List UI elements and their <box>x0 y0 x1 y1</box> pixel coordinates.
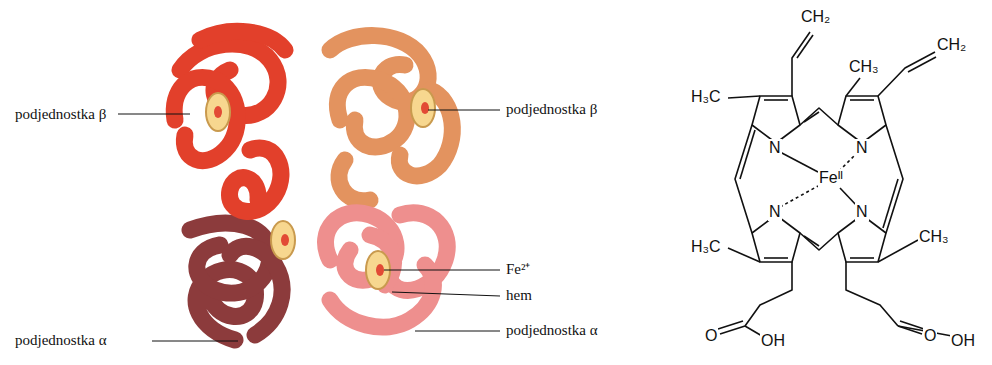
heme-formula <box>718 32 950 336</box>
subunit-label: podjednostka α <box>506 322 598 339</box>
subunit-label: podjednostka β <box>15 106 106 123</box>
atom-label: N <box>768 203 782 221</box>
atom-label: N <box>855 139 869 157</box>
atom-label: Feᴵᴵ <box>818 169 844 187</box>
beta-subunit-left <box>174 31 285 211</box>
atom-label: O <box>704 327 718 345</box>
part-label: Fe²⁺ <box>506 261 531 278</box>
atom-label: N <box>855 203 869 221</box>
chem-group: H₃C <box>690 88 722 106</box>
beta-subunit-right <box>330 36 452 201</box>
chem-group: CH₂ <box>936 36 967 54</box>
chem-group: CH₃ <box>918 228 950 246</box>
part-label: hem <box>506 287 532 304</box>
chem-group: CH₃ <box>848 58 880 76</box>
atom-label: N <box>768 139 782 157</box>
subunit-label: podjednostka β <box>506 101 597 118</box>
leader-lines <box>118 110 500 341</box>
chem-group: CH₂ <box>800 8 831 26</box>
subunit-label: podjednostka α <box>15 332 107 349</box>
alpha-subunit-left <box>190 223 282 340</box>
chem-group: OH <box>760 332 786 350</box>
atom-label: O <box>923 327 937 345</box>
chem-group: OH <box>950 332 976 350</box>
heme-discs <box>206 89 435 289</box>
chem-group: H₃C <box>690 238 722 256</box>
